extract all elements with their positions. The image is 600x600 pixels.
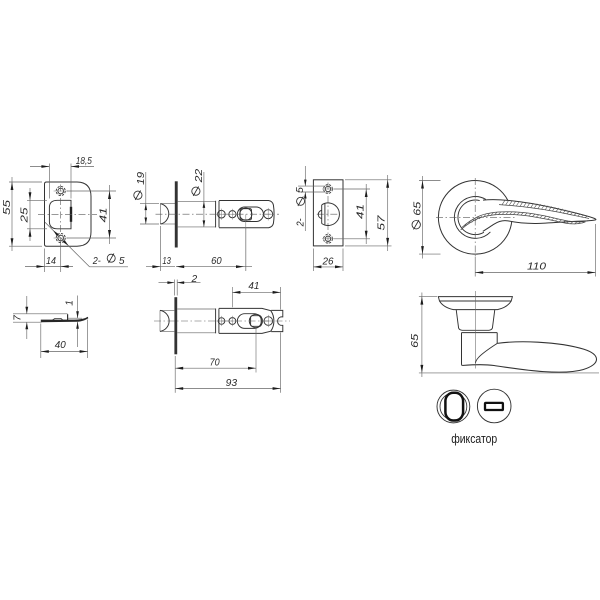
svg-text:18,5: 18,5 xyxy=(76,156,92,167)
svg-text:55: 55 xyxy=(2,200,13,215)
svg-text:40: 40 xyxy=(55,340,66,351)
svg-text:65: 65 xyxy=(410,334,421,348)
svg-text:13: 13 xyxy=(162,256,171,267)
svg-text:14: 14 xyxy=(46,256,56,267)
svg-text:5: 5 xyxy=(119,256,125,267)
svg-text:7: 7 xyxy=(13,315,24,321)
svg-text:65: 65 xyxy=(413,201,424,215)
svg-text:57: 57 xyxy=(377,215,388,230)
svg-text:1: 1 xyxy=(64,300,75,306)
svg-text:26: 26 xyxy=(322,256,334,267)
svg-text:93: 93 xyxy=(226,378,238,389)
svg-text:41: 41 xyxy=(98,208,109,223)
svg-text:41: 41 xyxy=(248,281,259,292)
svg-text:110: 110 xyxy=(527,262,546,273)
svg-text:22: 22 xyxy=(194,168,205,183)
svg-text:фиксатор: фиксатор xyxy=(451,431,497,446)
svg-text:19: 19 xyxy=(136,172,147,185)
svg-text:25: 25 xyxy=(19,207,30,224)
svg-text:2-: 2- xyxy=(295,218,306,227)
svg-text:5: 5 xyxy=(295,187,306,193)
svg-text:70: 70 xyxy=(210,357,220,368)
svg-text:2-: 2- xyxy=(92,256,101,267)
svg-text:41: 41 xyxy=(356,204,367,219)
svg-text:60: 60 xyxy=(211,256,222,267)
svg-text:2: 2 xyxy=(190,274,197,285)
